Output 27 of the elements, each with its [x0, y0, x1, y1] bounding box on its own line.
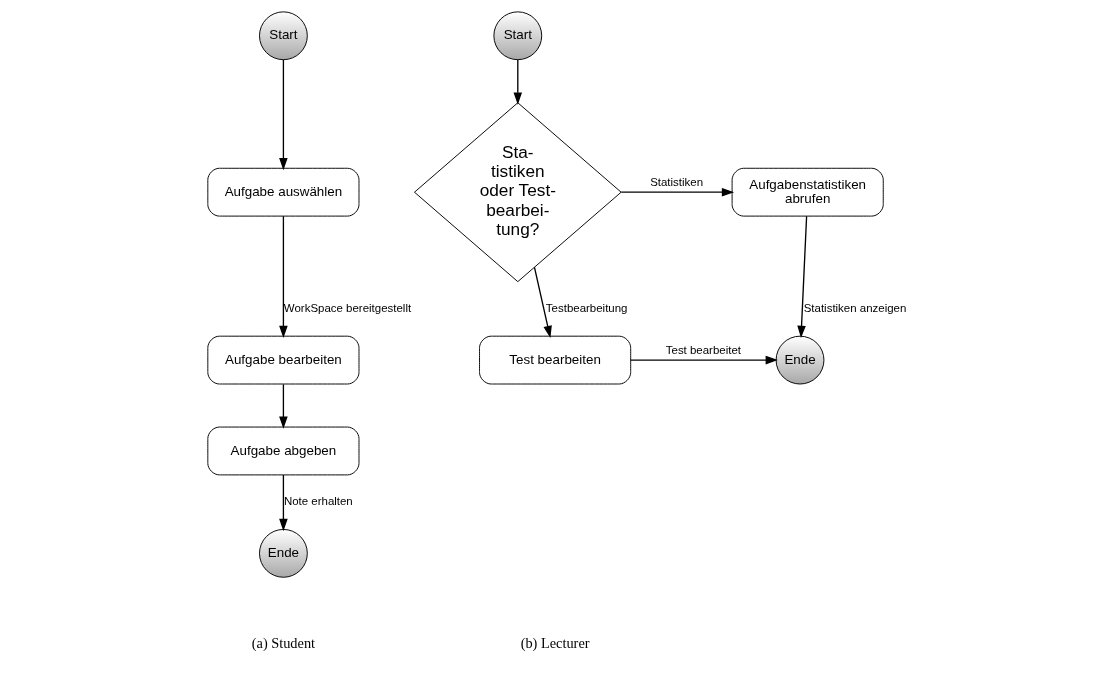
- node-circle: Start: [493, 11, 543, 61]
- edge-label: Statistiken anzeigen: [803, 301, 907, 314]
- edge-label: Note erhalten: [283, 495, 353, 508]
- edge-label: Statistiken: [650, 176, 704, 189]
- label: (b) Lecturer: [520, 634, 590, 651]
- arrow: [513, 59, 523, 105]
- node-circle: Ende: [775, 335, 825, 385]
- edge-label: Testbearbeitung: [545, 301, 628, 314]
- node-box: Aufgabe abgeben: [207, 426, 360, 476]
- arrow: [279, 383, 288, 429]
- edge-label: WorkSpace bereitgestellt: [283, 301, 412, 314]
- arrow: [533, 266, 552, 339]
- arrow: [620, 187, 735, 197]
- node-circle: Ende: [259, 528, 308, 578]
- edge-label: Test bearbeitet: [665, 343, 742, 356]
- node-circle: Start: [259, 11, 308, 61]
- node-box: Aufgabenstatistiken abrufen: [731, 167, 884, 217]
- node-box: Test bearbeiten: [479, 335, 632, 385]
- node-box: Aufgabe bearbeiten: [207, 335, 360, 385]
- label: (a) Student: [251, 634, 316, 651]
- node-diamond: Sta- tistiken oder Test- bearbei- tung?: [414, 102, 622, 283]
- arrow: [279, 474, 288, 532]
- arrow: [630, 355, 778, 365]
- arrow: [279, 215, 288, 338]
- arrow: [279, 59, 288, 171]
- arrow: [797, 215, 808, 338]
- node-box: Aufgabe auswählen: [207, 167, 360, 217]
